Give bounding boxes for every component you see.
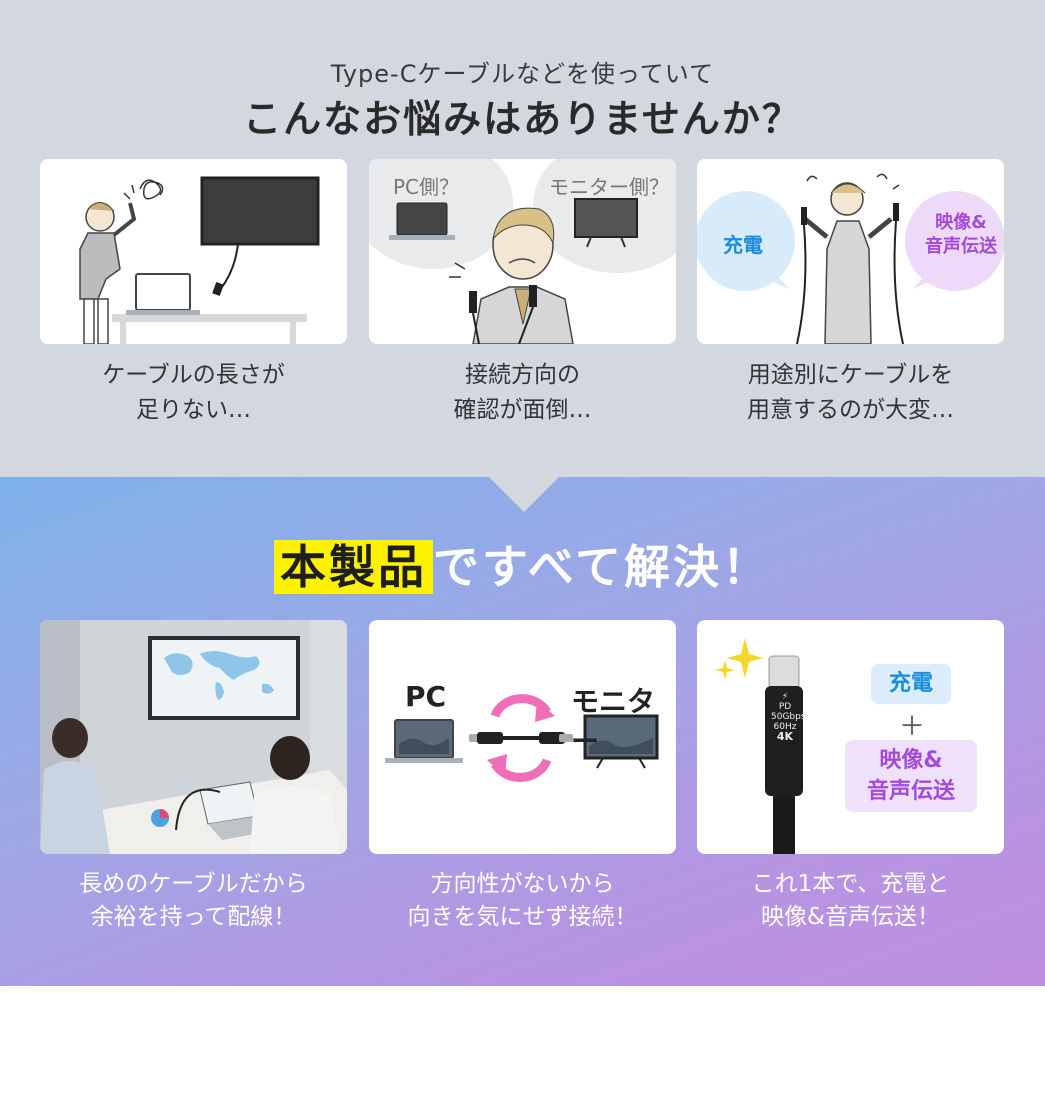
solution-card-reversible: PC モニター (369, 620, 676, 854)
down-arrow-notch (488, 476, 560, 512)
meeting-room-photo (40, 620, 347, 854)
solution-caption-reversible: 方向性がないから 向きを気にせず接続！ (369, 868, 676, 934)
problem-caption-separate-cables: 用途別にケーブルを 用意するのが大変… (697, 358, 1004, 428)
caption-line: 用途別にケーブルを (747, 362, 954, 388)
caption-line: これ1本で、充電と (751, 871, 950, 897)
cable-print-speed: 50Gbps (771, 712, 806, 722)
bubble-pc-side: PC側？ (393, 175, 460, 199)
problem-card-short-cable (40, 159, 347, 344)
bubble-charge: 充電 (723, 233, 763, 257)
caption-line: ケーブルの長さが (102, 362, 285, 388)
caption-line: 用意するのが大変… (747, 397, 954, 423)
tag-line: 映像& (879, 748, 943, 773)
bolt-icon: ⚡ (781, 692, 789, 702)
separate-cables-illustration (697, 173, 1004, 344)
solution-caption-long-cable: 長めのケーブルだから 余裕を持って配線！ (40, 868, 347, 934)
cable-product-image (715, 638, 803, 854)
solution-card-long-cable (40, 620, 347, 854)
direction-illustration (369, 159, 676, 344)
bubble-monitor-side: モニター側？ (549, 175, 669, 199)
caption-line: 方向性がないから (430, 871, 615, 897)
solution-headline: 本製品ですべて解決！ (0, 531, 1045, 597)
short-cable-illustration (79, 176, 320, 344)
problem-card-separate-cables: 充電 映像& 音声伝送 (697, 159, 1004, 344)
tag-line: 音声伝送 (866, 779, 955, 804)
caption-line: 映像&音声伝送！ (761, 904, 940, 930)
label-pc: PC (405, 680, 447, 713)
problems-section: Type-Cケーブルなどを使っていて こんなお悩みはありませんか？ (0, 0, 1045, 477)
problem-card-direction: PC側？ モニター側？ (369, 159, 676, 344)
plus-sign: ＋ (899, 712, 926, 742)
problems-subtitle: Type-Cケーブルなどを使っていて (330, 60, 715, 88)
cable-print-pd: PD (778, 702, 792, 712)
caption-line: 確認が面倒… (453, 397, 592, 423)
headline-highlight: 本製品 (274, 540, 434, 594)
caption-line: 向きを気にせず接続！ (407, 904, 638, 930)
bubble-video-audio: 映像& 音声伝送 (925, 211, 997, 259)
tag-video-audio: 映像& 音声伝送 (845, 740, 977, 812)
solution-caption-all-in-one: これ1本で、充電と 映像&音声伝送！ (697, 868, 1004, 934)
solution-card-all-in-one: ⚡ PD 50Gbps 60Hz 4K 充電 ＋ 映像& 音声伝送 (697, 620, 1004, 854)
sparkle-icon (715, 660, 735, 680)
bubble-line: 映像& (935, 212, 987, 233)
caption-line: 足りない… (136, 397, 251, 423)
headline-rest: ですべて解決！ (433, 540, 771, 594)
sparkle-icon (727, 638, 763, 678)
cable-print-4k: 4K (776, 730, 794, 743)
label-monitor: モニター (571, 685, 656, 758)
caption-line: 接続方向の (465, 362, 580, 388)
problem-caption-direction: 接続方向の 確認が面倒… (369, 358, 676, 428)
reversible-illustration (385, 694, 659, 782)
tag-charge: 充電 (871, 664, 951, 704)
caption-line: 余裕を持って配線！ (90, 904, 297, 930)
cable-print: ⚡ PD 50Gbps 60Hz 4K (771, 692, 806, 792)
problem-caption-short-cable: ケーブルの長さが 足りない… (40, 358, 347, 428)
caption-line: 長めのケーブルだから (79, 871, 308, 897)
cable-print-refresh: 60Hz (773, 722, 797, 732)
bubble-line: 音声伝送 (925, 236, 997, 257)
problems-title: こんなお悩みはありませんか？ (243, 97, 802, 141)
